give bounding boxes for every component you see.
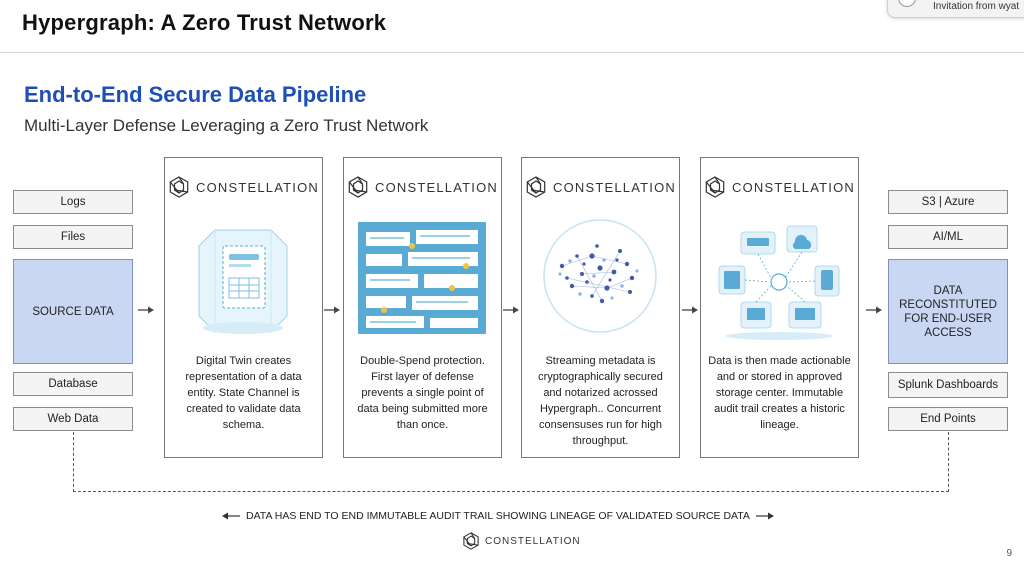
stage-card-data-actionable: CONSTELLATION Data is then made actionab…: [700, 157, 859, 458]
stage-card-digital-twin: CONSTELLATION Digital Twin creates repre…: [164, 157, 323, 458]
constellation-logo-icon: [463, 532, 479, 550]
audit-trail-caption: DATA HAS END TO END IMMUTABLE AUDIT TRAI…: [222, 510, 774, 522]
dest-ai-ml-box: AI/ML: [888, 225, 1008, 249]
constellation-logo: CONSTELLATION: [522, 176, 679, 198]
stage-description: Data is then made actionable and or stor…: [708, 355, 851, 431]
digital-twin-illustration: [198, 229, 288, 334]
hypergraph-network-illustration: [543, 219, 657, 333]
audit-trail-line-left: [73, 432, 74, 492]
constellation-logo-text: CONSTELLATION: [196, 179, 319, 195]
constellation-logo: CONSTELLATION: [344, 176, 501, 198]
constellation-logo-text: CONSTELLATION: [732, 179, 855, 195]
audit-trail-line: [73, 491, 949, 492]
constellation-logo-icon: [705, 176, 725, 198]
document-title: Hypergraph: A Zero Trust Network: [22, 10, 387, 35]
constellation-logo-icon: [526, 176, 546, 198]
arrow-right-icon: [324, 306, 340, 314]
double-spend-illustration: [358, 222, 486, 334]
arrow-right-icon: [755, 512, 774, 520]
audit-trail-line-right: [948, 432, 949, 492]
audit-trail-text: DATA HAS END TO END IMMUTABLE AUDIT TRAI…: [246, 510, 750, 522]
stage-description: Streaming metadata is cryptographically …: [538, 355, 663, 447]
notification-text: Invitation from wyat: [933, 1, 1020, 12]
stage-description: Double-Spend protection. First layer of …: [357, 355, 488, 431]
constellation-logo-text: CONSTELLATION: [375, 179, 498, 195]
arrow-right-icon: [866, 306, 882, 314]
constellation-logo-icon: [169, 176, 189, 198]
source-files-box: Files: [13, 225, 133, 249]
dest-splunk-box: Splunk Dashboards: [888, 372, 1008, 398]
stage-description: Digital Twin creates representation of a…: [185, 355, 302, 431]
arrow-left-icon: [222, 512, 240, 520]
slide-subtitle: Multi-Layer Defense Leveraging a Zero Tr…: [24, 116, 429, 135]
data-reconstituted-box: DATA RECONSTITUTED FOR END-USER ACCESS: [888, 259, 1008, 364]
page-number: 9: [1006, 548, 1012, 559]
notification-toast[interactable]: Invitation from wyat: [887, 0, 1024, 18]
stage-card-double-spend: CONSTELLATION Double-Spend protection. F…: [343, 157, 502, 458]
constellation-logo: CONSTELLATION: [165, 176, 322, 198]
source-web-data-box: Web Data: [13, 407, 133, 431]
header-divider: [0, 52, 1024, 53]
avatar: [898, 0, 916, 7]
arrow-right-icon: [682, 306, 698, 314]
source-logs-box: Logs: [13, 190, 133, 214]
constellation-logo: CONSTELLATION: [701, 176, 858, 198]
stage-card-streaming-metadata: CONSTELLATION Streaming metadata is cryp…: [521, 157, 680, 458]
constellation-logo-text: CONSTELLATION: [553, 179, 676, 195]
slide-title: End-to-End Secure Data Pipeline: [24, 82, 367, 107]
source-database-box: Database: [13, 372, 133, 396]
dest-end-points-box: End Points: [888, 407, 1008, 431]
storage-devices-illustration: [718, 225, 840, 340]
constellation-logo-text: CONSTELLATION: [485, 535, 581, 547]
arrow-right-icon: [138, 306, 154, 314]
constellation-logo-icon: [348, 176, 368, 198]
source-data-box: SOURCE DATA: [13, 259, 133, 364]
footer-constellation-logo: CONSTELLATION: [462, 532, 581, 550]
dest-s3-azure-box: S3 | Azure: [888, 190, 1008, 214]
arrow-right-icon: [503, 306, 519, 314]
